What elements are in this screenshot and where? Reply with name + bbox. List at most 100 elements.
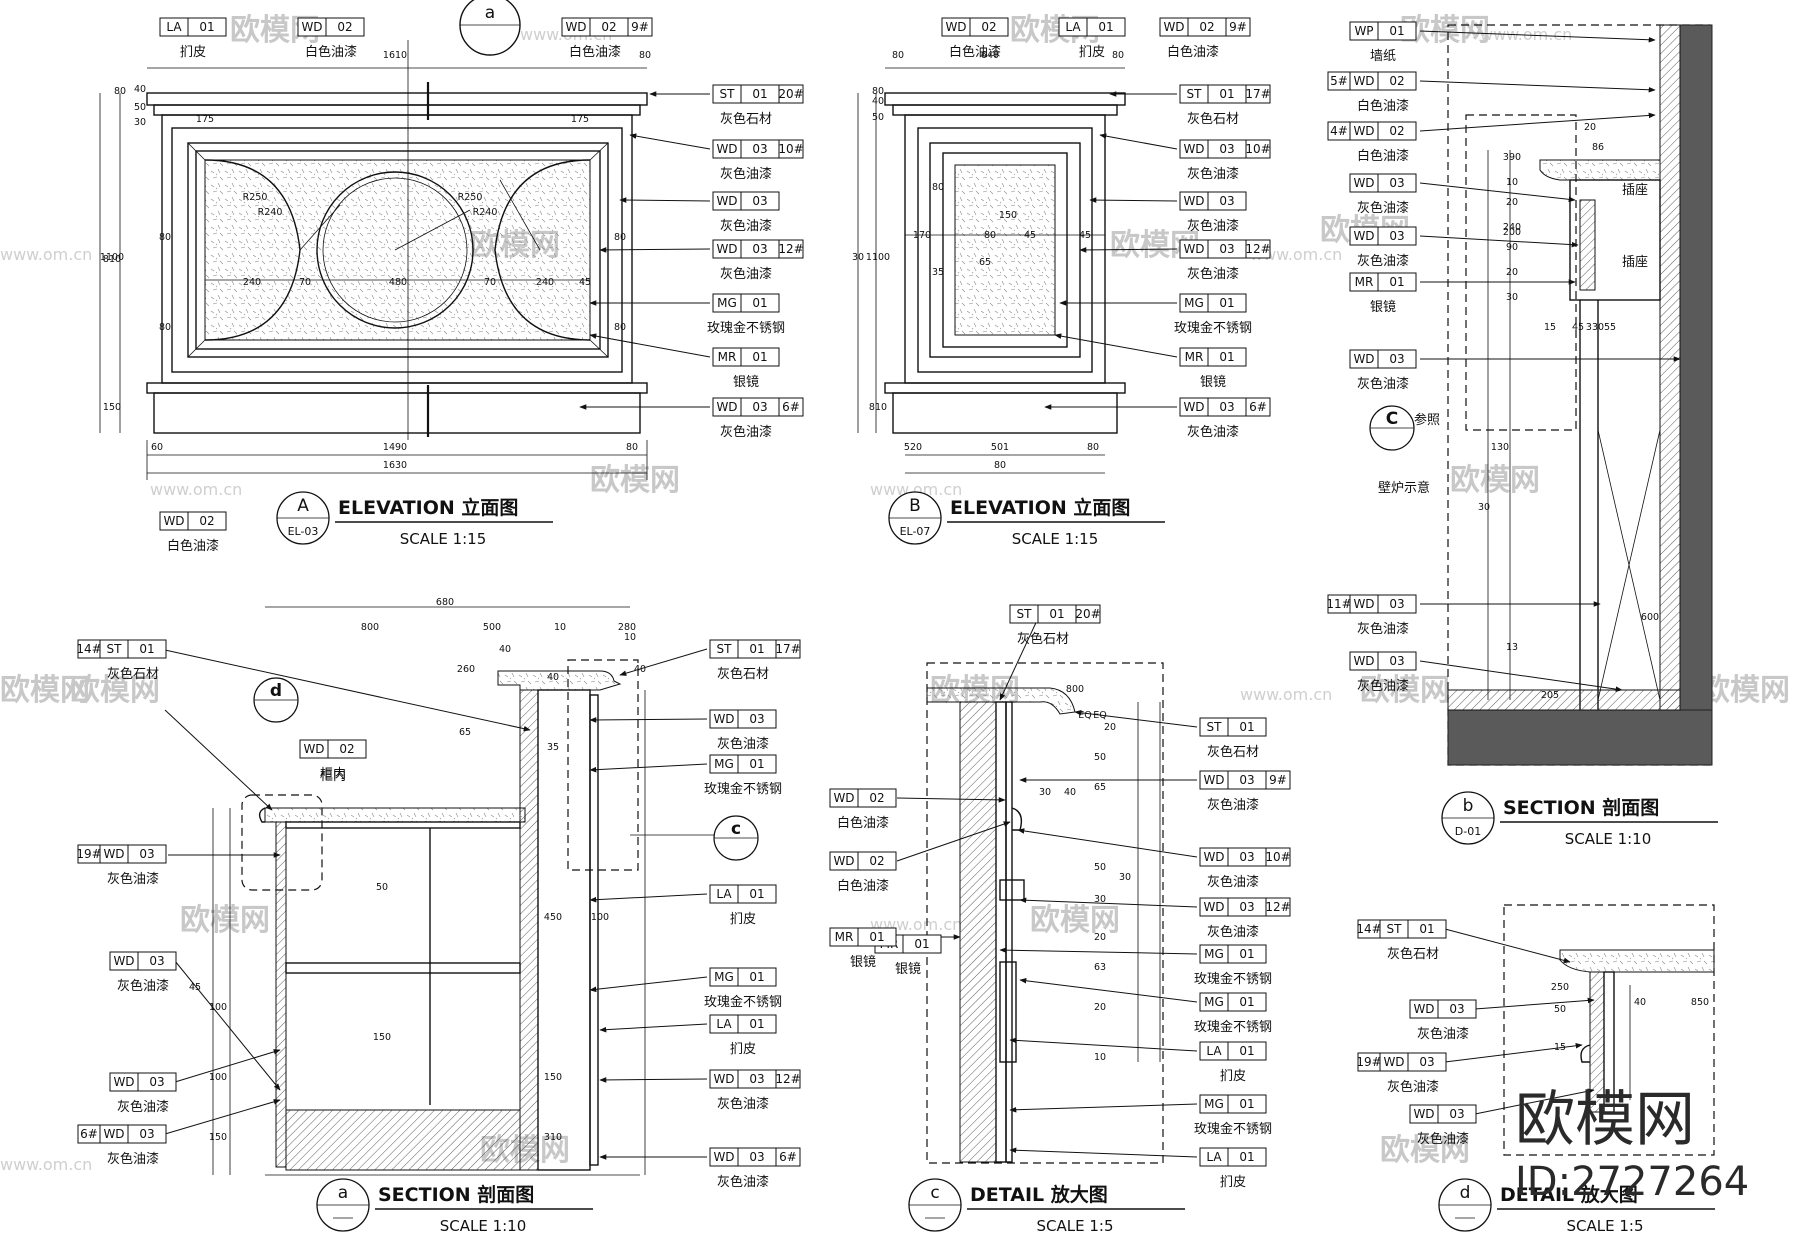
dimension-value: 13 — [1506, 642, 1518, 653]
tag-material: 灰色油漆 — [1357, 621, 1409, 637]
tag-material: 灰色石材 — [107, 666, 159, 682]
dimension-value: 80 — [984, 230, 996, 241]
tag-number: 03 — [1389, 229, 1404, 243]
dimension-value: 55 — [1604, 322, 1616, 333]
leader-line — [1009, 1103, 1198, 1113]
svg-text:c: c — [731, 819, 741, 839]
tag-number: 01 — [1049, 607, 1064, 621]
tag-material: 扪皮 — [1220, 1069, 1246, 1084]
dimension-value: 30 — [1478, 502, 1490, 513]
tag-code: MR — [718, 350, 737, 364]
dimension-value: 45 — [1079, 230, 1091, 241]
dimension-value: 20 — [1094, 932, 1106, 943]
view-ref: D-01 — [1455, 825, 1481, 838]
tag-material: 灰色石材 — [1187, 111, 1239, 127]
tag-code: MR — [1355, 275, 1374, 289]
tag-code: WD — [113, 1075, 134, 1089]
tag-code: ST — [107, 642, 123, 656]
dimension-value: 10 — [554, 622, 566, 633]
tag-code: WD — [103, 1127, 124, 1141]
detail-c-drawing — [926, 662, 1164, 1164]
tag-code: WD — [1163, 20, 1184, 34]
tag-material: 灰色油漆 — [1187, 166, 1239, 182]
tag-code: LA — [716, 887, 732, 901]
dimension-value: 80 — [1112, 50, 1124, 61]
view-title-text: DETAIL 放大图 — [1500, 1183, 1638, 1206]
view-scale: SCALE 1:10 — [440, 1217, 527, 1235]
section-mark-a: a — [459, 0, 521, 56]
tag-code: WD — [1203, 850, 1224, 864]
tag-suffix: 12# — [778, 242, 803, 256]
tag-number: 02 — [199, 514, 214, 528]
view-ref: EL-07 — [900, 525, 931, 538]
svg-text:d: d — [270, 681, 282, 701]
tag-material: 灰色油漆 — [107, 1151, 159, 1167]
dimension-value: 100 — [209, 1072, 227, 1083]
tag-number: 01 — [139, 642, 154, 656]
tag-suffix: 12# — [1265, 900, 1290, 914]
leader-line — [1419, 80, 1656, 93]
tag-code: WD — [565, 20, 586, 34]
tag-number: 03 — [749, 1150, 764, 1164]
tag-code: ST — [1017, 607, 1033, 621]
dimension-value: 600 — [1641, 612, 1659, 623]
view-title-text: DETAIL 放大图 — [970, 1183, 1108, 1206]
tag-number: 01 — [1389, 24, 1404, 38]
tag-number: 03 — [1239, 773, 1254, 787]
view-scale: SCALE 1:15 — [400, 530, 487, 548]
tag-material: 灰色油漆 — [1357, 200, 1409, 216]
dimension-value: 50 — [872, 112, 884, 123]
tag-prefix: 11# — [1326, 597, 1351, 611]
dimension-value: 175 — [571, 114, 589, 125]
dimension-value: 80 — [872, 86, 884, 97]
dimension-value: 63 — [1094, 962, 1106, 973]
tag-code: MG — [714, 757, 734, 771]
tag-number: 02 — [601, 20, 616, 34]
tag-number: 03 — [752, 242, 767, 256]
tag-material: 墙纸 — [1370, 49, 1396, 64]
tag-suffix: 12# — [775, 1072, 800, 1086]
leader-line — [1419, 235, 1579, 248]
dimension-value: 65 — [459, 727, 471, 738]
dimension-value: 80 — [159, 232, 171, 243]
tag-material: 白色油漆 — [837, 815, 889, 831]
tag-number: 01 — [749, 970, 764, 984]
tag-number: 03 — [1219, 194, 1234, 208]
tag-code: ST — [1207, 720, 1223, 734]
dimension-value: R250 — [458, 192, 483, 203]
dimension-value: 20 — [1506, 197, 1518, 208]
leader-line — [174, 1049, 281, 1083]
dimension-value: 680 — [436, 597, 454, 608]
tag-code: WD — [113, 954, 134, 968]
view-id: B — [909, 496, 921, 516]
dimension-value: 45 — [1572, 322, 1584, 333]
view-title-text: SECTION 剖面图 — [1503, 796, 1659, 819]
leader-line — [619, 648, 708, 676]
tag-number: 03 — [1239, 900, 1254, 914]
tag-material: 灰色油漆 — [1207, 797, 1259, 813]
leader-line — [896, 797, 1006, 803]
dimension-value: 40 — [1634, 997, 1646, 1008]
tag-code: WD — [713, 1072, 734, 1086]
dimension-value: 80 — [932, 182, 944, 193]
tag-material: 灰色石材 — [717, 666, 769, 682]
tag-material: 玫瑰金不锈钢 — [1194, 971, 1272, 987]
tag-code: WD — [716, 142, 737, 156]
tag-material: 白色油漆 — [167, 538, 219, 554]
tag-material: 玫瑰金不锈钢 — [1194, 1121, 1272, 1137]
